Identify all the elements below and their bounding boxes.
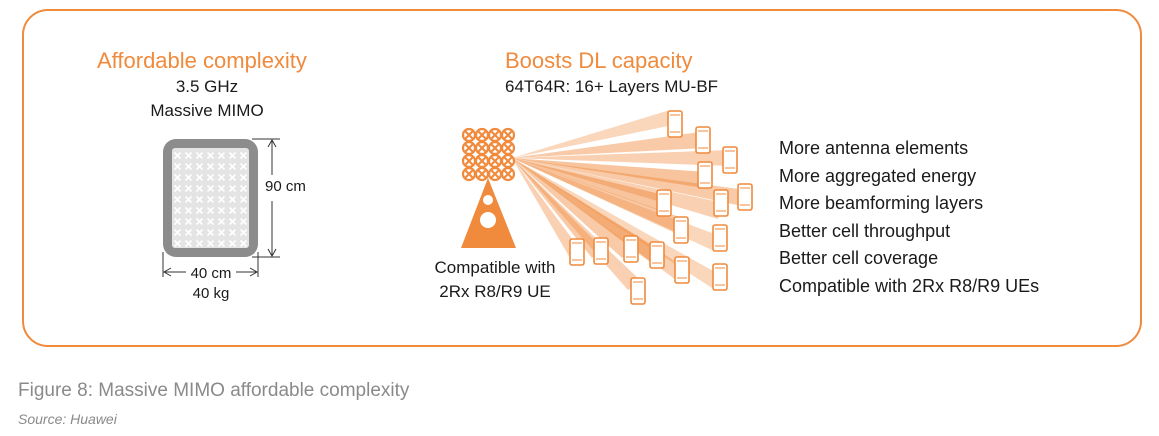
tower-antenna-grid — [461, 127, 516, 182]
phone-screens — [572, 114, 750, 300]
left-title: Affordable complexity — [97, 48, 307, 73]
center-title: Boosts DL capacity — [505, 48, 693, 73]
figure-caption: Figure 8: Massive MIMO affordable comple… — [18, 380, 410, 401]
height-dimension — [252, 138, 280, 258]
feature-item: Better cell coverage — [779, 248, 939, 268]
feature-list: More antenna elements More aggregated en… — [779, 135, 1039, 300]
feature-item: More beamforming layers — [779, 193, 984, 213]
feature-item: More aggregated energy — [779, 165, 977, 186]
compat-label-line1: Compatible with — [434, 258, 556, 277]
beam-fan — [512, 110, 746, 290]
compat-label-line2: 2Rx R8/R9 UE — [439, 282, 551, 301]
antenna-panel — [163, 139, 258, 257]
phone-icons — [569, 110, 753, 305]
center-subtitle: 64T64R: 16+ Layers MU-BF — [505, 77, 719, 96]
frequency-label: 3.5 GHz — [175, 77, 239, 96]
feature-item: Better cell throughput — [779, 220, 951, 241]
feature-item: Compatible with 2Rx R8/R9 UEs — [779, 275, 1040, 296]
technology-label: Massive MIMO — [150, 101, 264, 120]
width-label: 40 cm — [190, 265, 232, 282]
tower-icon — [461, 178, 516, 248]
feature-item: More antenna elements — [779, 138, 969, 158]
diagram-frame — [22, 9, 1142, 347]
height-label: 90 cm — [265, 178, 306, 195]
weight-label: 40 kg — [192, 285, 230, 302]
figure-source: Source: Huawei — [18, 411, 117, 427]
width-dimension — [162, 252, 259, 277]
